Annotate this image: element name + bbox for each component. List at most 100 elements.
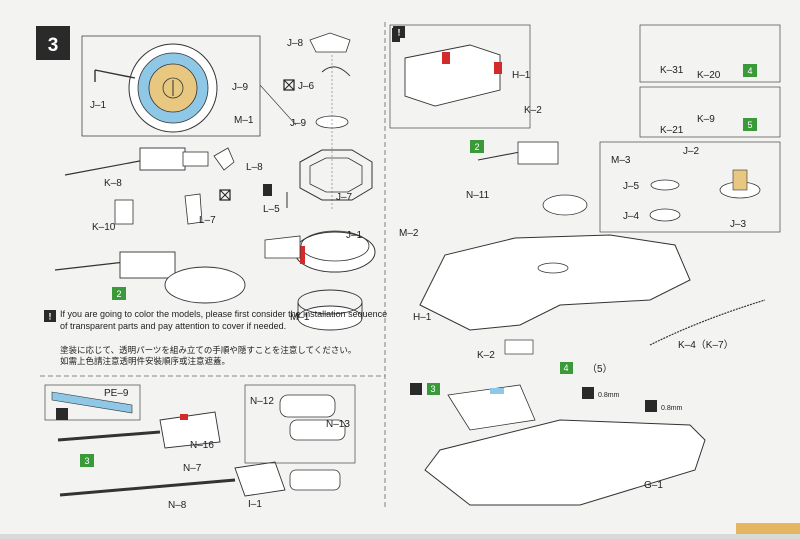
ring-j7 [299, 149, 373, 201]
label-k10: K–10 [92, 222, 116, 233]
svg-text:!: ! [49, 312, 52, 322]
turret-ring-j1 [264, 230, 376, 273]
svg-text:2: 2 [116, 289, 121, 299]
marker-4-top [743, 64, 757, 77]
label-k8: K–8 [104, 178, 122, 189]
pe-detail-box [44, 384, 141, 421]
photo-etch-pe9 [51, 391, 133, 414]
label-k20: K–20 [697, 70, 721, 81]
label-j5: J–5 [623, 181, 640, 192]
label-n8: N–8 [168, 500, 187, 511]
stowage-box [404, 44, 502, 107]
label-k21: K–21 [660, 125, 684, 136]
label-k4k7: K–4（K–7） [678, 339, 734, 351]
label-n7: N–7 [183, 463, 202, 474]
scope-detail-box [81, 35, 261, 137]
note-ja: 塗装に応じて、透明パーツを組み立ての手順や隠すことを注意してください。 如需上色… [60, 346, 380, 368]
svg-text:3: 3 [84, 456, 89, 466]
turret-hull [419, 234, 691, 331]
label-n12: N–12 [250, 396, 274, 407]
glue-free-icon-2 [219, 189, 231, 201]
gun-assembly-left [54, 251, 246, 304]
label-j4: J–4 [623, 211, 640, 222]
marker-2-right [470, 140, 484, 153]
label-m1-top: M–1 [234, 115, 254, 126]
ammo-box-k10 [114, 199, 134, 225]
machine-gun-k8 [64, 147, 209, 176]
label-k9: K–9 [697, 114, 715, 125]
svg-text:4: 4 [747, 66, 752, 76]
svg-text:5: 5 [747, 120, 752, 130]
note-zh-text: 如需上色請注意透明件安裝順序或注意遮蓋。 [60, 357, 231, 367]
cupola-detail-box [599, 141, 781, 233]
step-badge [36, 26, 70, 60]
drill-icon-1 [582, 387, 594, 399]
svg-text:3: 3 [430, 384, 435, 394]
page-tab [736, 523, 800, 534]
note-ja-text: 塗装に応じて、透明パーツを組み立ての手順や隠すことを注意してください。 [60, 346, 357, 356]
label-pe9: PE–9 [104, 388, 129, 399]
label-j1-top: J–1 [90, 100, 107, 111]
label-08mm-a: 0.8mm [598, 392, 620, 399]
glue-icon [410, 383, 422, 395]
part-j6 [321, 66, 351, 77]
hull-g1 [424, 384, 706, 506]
label-j3: J–3 [730, 219, 747, 230]
svg-text:4: 4 [563, 363, 568, 373]
label-j2: J–2 [683, 146, 700, 157]
main-gun-upper [57, 411, 221, 449]
part-k2 [504, 339, 534, 355]
pe-icon [56, 408, 68, 420]
marker-3-left [80, 454, 94, 467]
ring-m1 [297, 289, 363, 331]
label-n16: N–16 [190, 440, 214, 451]
detail-leader [259, 84, 297, 126]
marker-2-left [112, 287, 126, 300]
drill-icon-2 [645, 400, 657, 412]
svg-text:!: ! [398, 28, 401, 38]
mantlet-parts [279, 394, 346, 441]
periscope-box-1 [639, 24, 781, 83]
label-j7: J–7 [336, 192, 353, 203]
label-j8: J–8 [287, 38, 304, 49]
step-number: 3 [48, 35, 59, 56]
label-h1-top: H–1 [512, 70, 531, 81]
marker-4-mid [560, 362, 573, 374]
label-n13: N–13 [326, 419, 350, 430]
label-j9-top: J–9 [232, 82, 249, 93]
scope-assembly [94, 43, 218, 133]
glue-free-icon [283, 79, 295, 91]
label-m2: M–2 [399, 228, 419, 239]
shield-l7 [184, 193, 203, 225]
label-g1: G–1 [644, 480, 663, 491]
mantlet-detail-box [244, 384, 356, 464]
label-08mm-b: 0.8mm [661, 405, 683, 412]
part-l8 [213, 147, 235, 171]
label-l5: L–5 [263, 204, 280, 215]
label-l8: L–8 [246, 162, 263, 173]
label-n11: N–11 [466, 190, 490, 201]
marker-3-right [427, 383, 440, 395]
label-l7: L–7 [199, 215, 216, 226]
label-i1: I–1 [248, 499, 262, 510]
bend-icon [263, 184, 272, 196]
label-j1-mid: J–1 [346, 230, 363, 241]
part-j9-mid [315, 115, 349, 129]
label-k31: K–31 [660, 65, 684, 76]
label-k2-bot: K–2 [477, 350, 495, 361]
label-m1-bot: M–1 [290, 312, 310, 323]
label-k2-top: K–2 [524, 105, 542, 116]
svg-text:2: 2 [474, 142, 479, 152]
marker-5-top [743, 118, 757, 131]
warning-icon [44, 310, 56, 322]
box-detail [389, 24, 531, 129]
antenna-cable [649, 299, 766, 346]
label-j6: J–6 [298, 81, 315, 92]
note-en: If you are going to color the models, pl… [60, 309, 388, 331]
commander-turret-right [477, 141, 588, 216]
hatch-j8 [309, 32, 351, 53]
label-paren-5: （5） [587, 363, 613, 375]
cupola-parts [649, 169, 761, 222]
